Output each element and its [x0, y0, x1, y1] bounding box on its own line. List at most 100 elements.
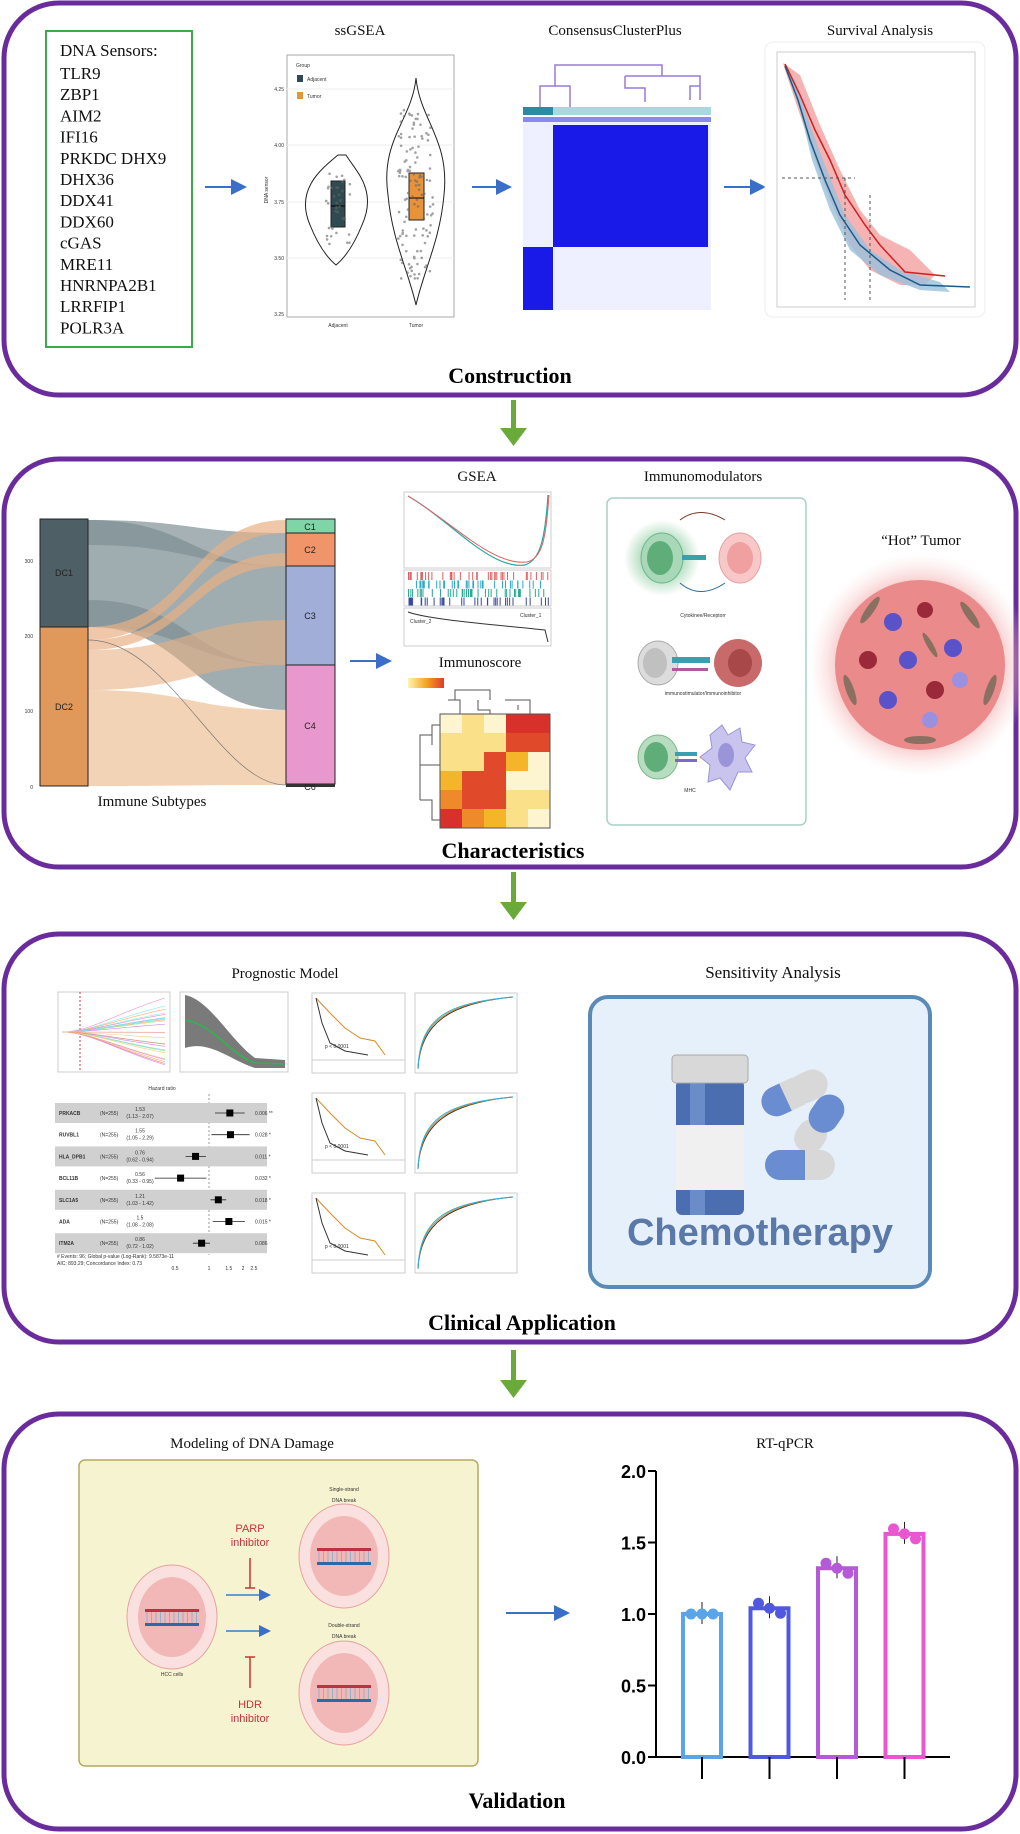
- barcode-line: [517, 580, 519, 589]
- data-point: [337, 193, 341, 197]
- barcode-line: [470, 589, 472, 597]
- data-point: [328, 242, 331, 246]
- data-point: [416, 156, 419, 159]
- barcode-line: [490, 589, 492, 597]
- bar: [883, 1531, 926, 1760]
- xtick: Adjacent: [328, 323, 348, 329]
- forest-hr: 0.76: [135, 1150, 145, 1156]
- data-point: [399, 277, 403, 280]
- barcode-line: [496, 589, 498, 597]
- data-point: [348, 193, 352, 196]
- data-point: [415, 198, 419, 201]
- forest-hr: 0.86: [135, 1237, 145, 1243]
- ytick: 100: [25, 709, 34, 715]
- ytick: 200: [25, 634, 34, 640]
- barcode-line: [447, 589, 449, 597]
- lasso-coefficient-plot: [57, 991, 171, 1073]
- barcode-line: [482, 580, 484, 589]
- barcode-line: [422, 589, 424, 597]
- heatmap-cell: [462, 809, 484, 828]
- y-tick-label: 2.0: [621, 1462, 646, 1482]
- barcode-line: [421, 572, 423, 580]
- forest-pvalue: 0.086: [255, 1241, 268, 1247]
- heatmap-cell: [440, 771, 462, 790]
- rtqpcr-bar-chart: 2.01.51.00.50.0: [621, 1462, 950, 1779]
- section-label-validation: Validation: [468, 1788, 565, 1813]
- data-point: [416, 205, 420, 208]
- data-point: [406, 191, 410, 195]
- barcode-line: [443, 580, 445, 589]
- heatmap-cell: [528, 771, 550, 790]
- barcode-line: [532, 580, 534, 589]
- replicate-point: [820, 1557, 832, 1569]
- barcode-line: [472, 580, 474, 589]
- barcode-line: [526, 572, 528, 580]
- sensor-item: TLR9: [60, 64, 101, 83]
- barcode-line: [474, 597, 476, 606]
- barcode-line: [451, 580, 453, 589]
- barcode-line: [459, 572, 461, 580]
- barcode-line: [439, 597, 441, 606]
- heatmap-cell: [506, 752, 528, 771]
- dna-strand: [317, 1548, 371, 1551]
- replicate-point: [910, 1533, 921, 1545]
- forest-hr: 1.21: [135, 1194, 145, 1200]
- barcode-line: [509, 597, 511, 606]
- data-point: [335, 186, 339, 190]
- xtick: Tumor: [409, 323, 424, 329]
- barcode-line: [494, 580, 496, 589]
- barcode-line: [465, 589, 467, 597]
- ssb-cell-nucleus: [310, 1516, 378, 1596]
- sankey-node-dc1: DC1: [55, 568, 73, 578]
- barcode-line: [540, 597, 542, 606]
- sensor-item: PRKDC DHX9: [60, 149, 166, 168]
- heatmap-cell: [528, 809, 550, 828]
- sensor-item: DHX36: [60, 170, 114, 189]
- forest-gene: BCL11B: [59, 1176, 79, 1182]
- gsea-label: Cluster_1: [520, 613, 542, 619]
- dna-strand: [317, 1685, 371, 1688]
- barcode-line: [450, 572, 452, 580]
- km-curve-low: [315, 1097, 386, 1156]
- data-point: [431, 196, 434, 199]
- data-point: [414, 151, 417, 154]
- sensor-item: IFI16: [60, 128, 98, 147]
- sensor-item: AIM2: [60, 106, 102, 125]
- data-point: [411, 195, 414, 198]
- flow-arrow-icon: [500, 872, 527, 920]
- forest-n: (N=255): [100, 1111, 119, 1117]
- barcode-line: [408, 597, 410, 606]
- barcode-line: [450, 589, 452, 597]
- barcode-line: [470, 589, 472, 597]
- data-point: [416, 249, 419, 253]
- barcode-line: [496, 597, 498, 606]
- km-pvalue: p < 0.0001: [325, 1144, 349, 1150]
- data-point: [348, 241, 351, 245]
- legend-title: Group: [296, 63, 310, 69]
- barcode-line: [419, 589, 421, 597]
- forest-ci: (0.72 - 1.02): [126, 1244, 154, 1250]
- data-point: [330, 226, 334, 229]
- barcode-line: [487, 572, 489, 580]
- data-point: [410, 114, 414, 117]
- barcode-line: [518, 589, 520, 597]
- barcode-line: [453, 572, 455, 580]
- data-point: [429, 223, 432, 227]
- data-point: [399, 136, 403, 140]
- barcode-line: [408, 572, 410, 580]
- barcode-line: [449, 597, 451, 606]
- barcode-line: [439, 580, 441, 589]
- data-point: [416, 112, 420, 116]
- dna-strand: [317, 1562, 371, 1565]
- barcode-line: [410, 572, 412, 580]
- data-point: [412, 255, 416, 259]
- dsb-label: Double-strand: [328, 1623, 360, 1629]
- barcode-line: [424, 597, 426, 606]
- data-point: [397, 210, 401, 214]
- heatmap-cell: [506, 714, 528, 733]
- data-point: [401, 175, 404, 178]
- data-point: [405, 234, 408, 238]
- km-curve-high: [315, 1097, 369, 1156]
- forest-gene: HLA_DPB1: [59, 1154, 86, 1160]
- replicate-point: [888, 1523, 899, 1535]
